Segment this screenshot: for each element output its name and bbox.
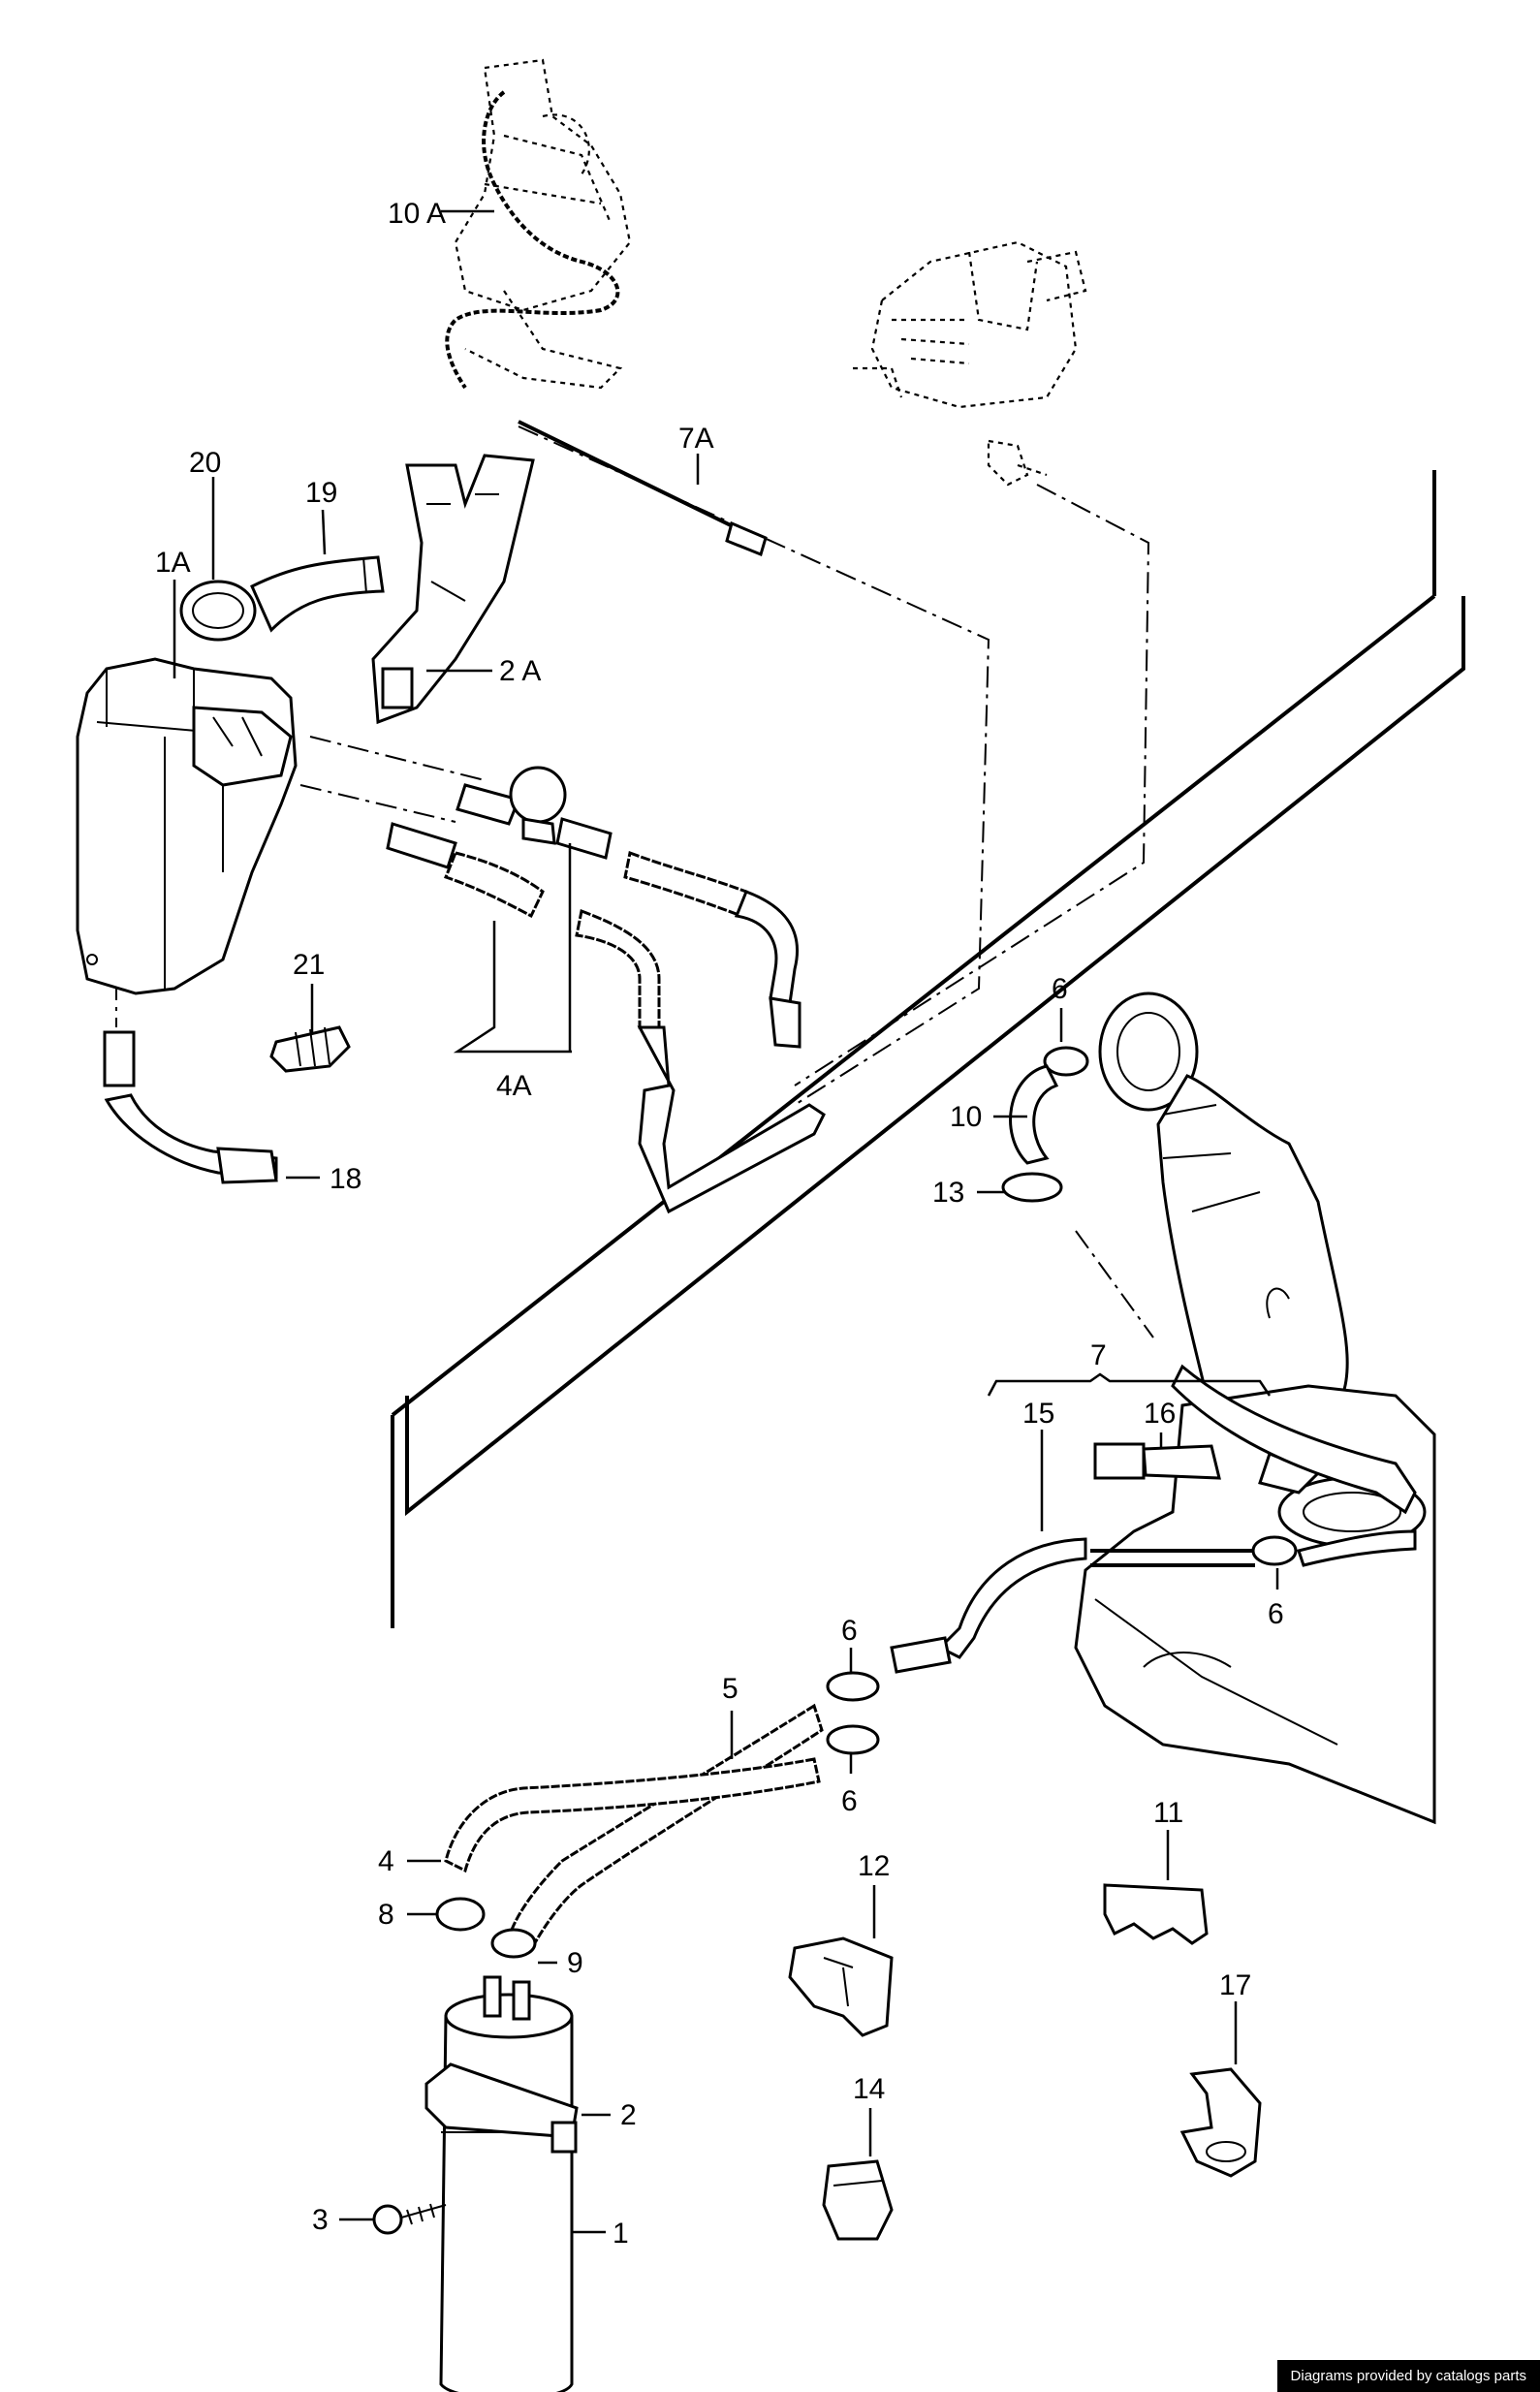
clamp-8 — [435, 1897, 486, 1932]
air-filter-housing-dashed — [853, 240, 1087, 487]
canister-1 — [439, 1975, 574, 2392]
label-1a: 1A — [155, 547, 191, 579]
valve-16 — [1093, 1442, 1221, 1480]
label-16: 16 — [1144, 1398, 1176, 1430]
pipe-7a — [518, 420, 768, 557]
label-3: 3 — [312, 2204, 329, 2236]
clamp-9 — [490, 1928, 537, 1959]
label-6-top: 6 — [1052, 973, 1068, 1005]
label-7a: 7A — [678, 423, 714, 455]
label-20: 20 — [189, 447, 221, 479]
label-12: 12 — [858, 1850, 890, 1882]
label-4: 4 — [378, 1845, 394, 1877]
label-6-lower: 6 — [841, 1785, 858, 1817]
label-5: 5 — [722, 1673, 739, 1705]
hose-18 — [103, 1030, 278, 1184]
label-14: 14 — [853, 2073, 885, 2105]
intake-manifold-dashed — [454, 58, 632, 390]
fuel-filler-neck — [1098, 991, 1349, 1427]
screw-3 — [372, 2203, 447, 2235]
label-18: 18 — [330, 1163, 361, 1195]
callout-labels: 10 A 7A 20 19 1A 2 A 21 4A 18 6 10 13 7 … — [155, 198, 1284, 2250]
clip-17 — [1179, 2067, 1262, 2178]
label-17: 17 — [1219, 1969, 1251, 2001]
label-6-right: 6 — [1268, 1598, 1284, 1630]
label-4a: 4A — [496, 1070, 532, 1102]
label-10: 10 — [950, 1101, 982, 1133]
label-11: 11 — [1153, 1797, 1183, 1829]
hose-19-clamp-20 — [179, 555, 385, 642]
label-6-upper: 6 — [841, 1615, 858, 1647]
bracket-2 — [424, 2062, 579, 2154]
label-19: 19 — [305, 477, 337, 509]
clip-14 — [822, 2159, 894, 2241]
label-2: 2 — [620, 2099, 637, 2131]
line-7 — [1171, 1364, 1417, 1515]
hose-10 — [1001, 1046, 1089, 1203]
plug-21 — [269, 1025, 351, 1073]
hoses-4a — [386, 766, 826, 1214]
clip-11 — [1103, 1883, 1209, 1945]
hose-joint-6 — [826, 1537, 1087, 1755]
label-21: 21 — [293, 949, 325, 981]
label-15: 15 — [1022, 1398, 1054, 1430]
label-13: 13 — [932, 1177, 964, 1209]
label-9: 9 — [567, 1947, 583, 1979]
section-divider — [391, 470, 1465, 1628]
label-8: 8 — [378, 1899, 394, 1931]
label-2a: 2 A — [499, 655, 541, 687]
pipe-15 — [1090, 1529, 1417, 1567]
clip-12 — [788, 1936, 894, 2037]
credit-banner: Diagrams provided by catalogs parts — [1276, 2360, 1540, 2392]
label-10a: 10 A — [388, 198, 446, 230]
canister-1a — [76, 657, 298, 995]
label-1: 1 — [613, 2218, 629, 2250]
wiring-harness-10a — [445, 90, 620, 390]
bracket-2a — [371, 454, 535, 725]
hose-4 — [444, 1757, 821, 1873]
leader-lines — [173, 209, 1279, 2234]
connection-lines — [115, 425, 1154, 1338]
hose-5 — [507, 1703, 824, 1948]
label-7: 7 — [1090, 1339, 1107, 1371]
